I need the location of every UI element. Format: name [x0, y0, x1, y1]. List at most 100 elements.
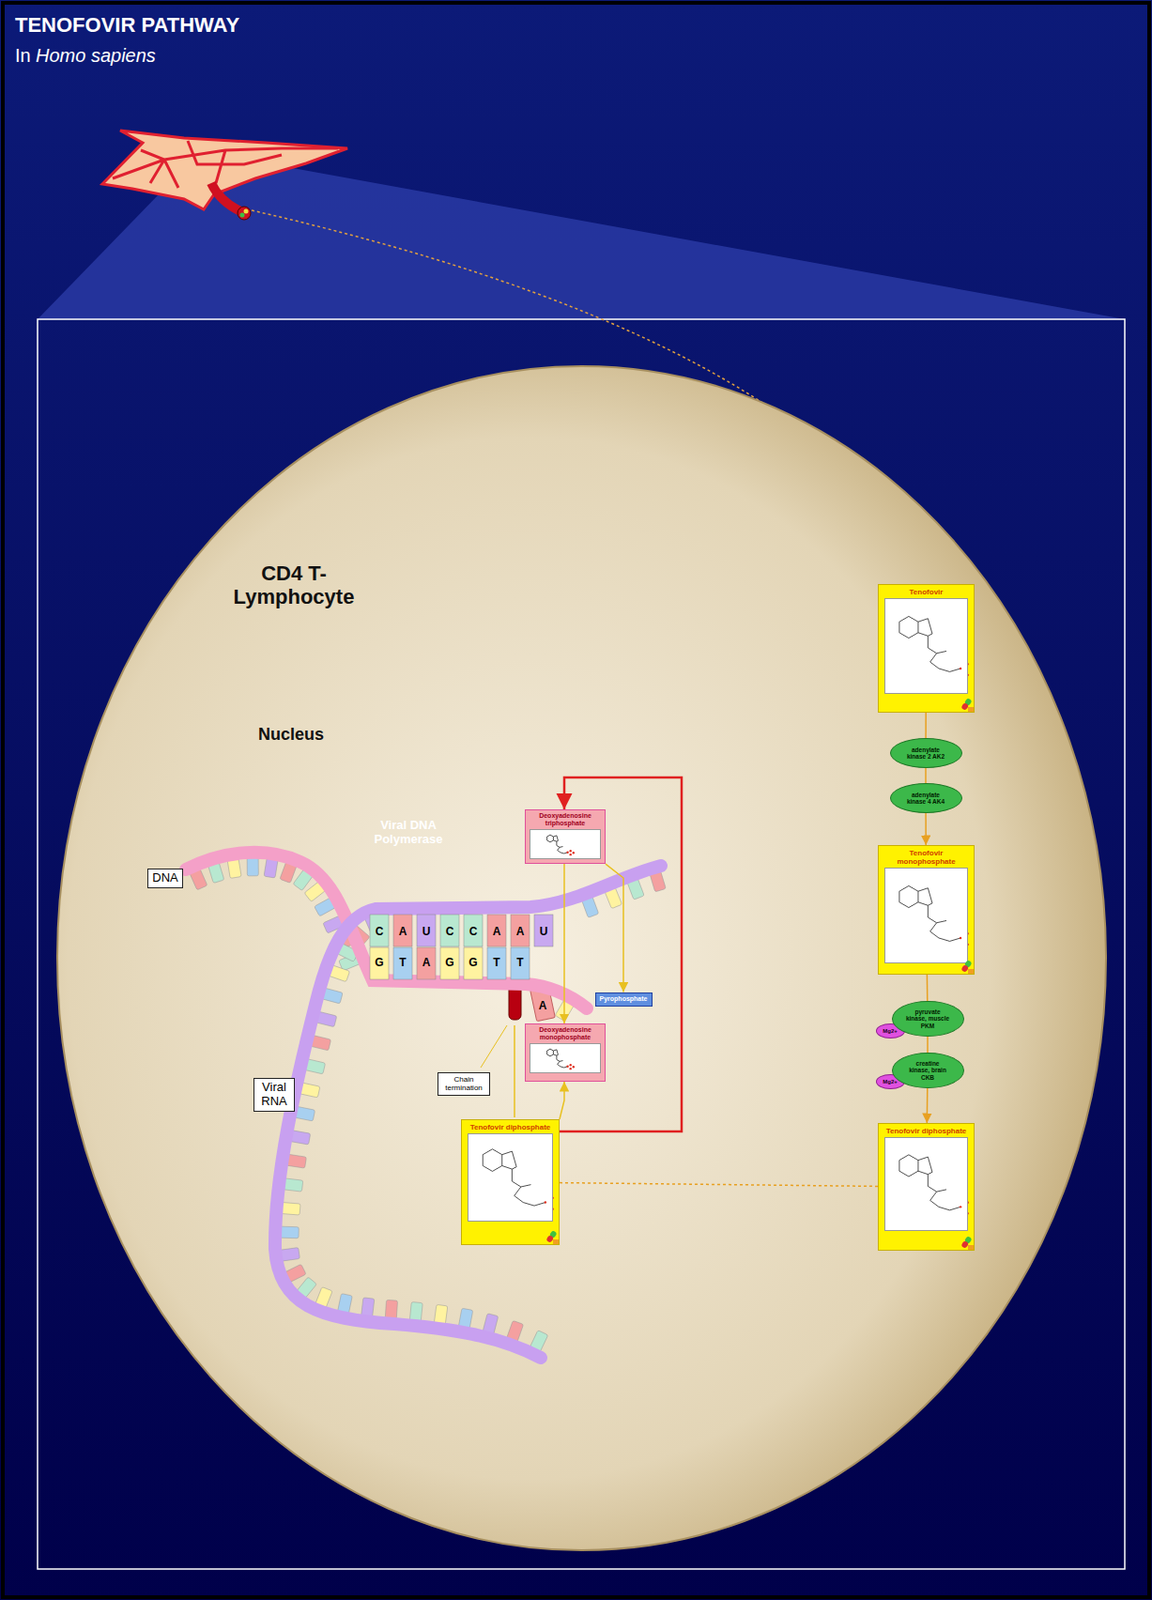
compound-name: Tenofovir — [884, 587, 968, 597]
pill-box — [967, 706, 974, 712]
label-text: DNA — [152, 871, 178, 886]
incorporation-line — [513, 1025, 516, 1118]
vessel-end — [237, 206, 251, 220]
nucleotide — [393, 947, 413, 980]
ring — [918, 618, 933, 637]
enzyme-name: pyruvate kinase, muscle PKM — [905, 1008, 951, 1030]
zoom-frame — [37, 319, 1125, 1569]
phosphate-atom — [967, 1212, 969, 1214]
ring — [502, 1151, 517, 1169]
drug-box: Tenofovir monophosphate — [877, 844, 975, 975]
label-box: Viral RNA — [253, 1077, 295, 1112]
base-letter: C — [469, 924, 478, 938]
structure-sketch — [899, 616, 969, 677]
nucleotide — [510, 914, 530, 947]
tissue-illustration — [102, 130, 348, 220]
pill-half — [960, 964, 969, 973]
polymerase-shape: Deoxyadenosine triphosphateDeoxyadenosin… — [324, 777, 592, 1164]
structure-sketch — [482, 1149, 554, 1211]
phosphate-atom — [544, 1201, 547, 1204]
nucleotide — [246, 857, 259, 876]
nucleotide — [510, 947, 530, 980]
phosphate-atom — [566, 851, 569, 854]
phosphate-atom — [572, 851, 575, 854]
drug-box: Tenofovir diphosphate — [877, 1122, 975, 1251]
chain — [927, 1174, 961, 1211]
nucleotide — [416, 914, 436, 947]
vessel-tube — [211, 183, 243, 213]
methyl — [936, 921, 947, 923]
connector — [924, 813, 927, 845]
compound-name: Deoxyadenosine monophosphate — [529, 1026, 601, 1042]
connector — [559, 777, 682, 1132]
enzyme-name: creatine kinase, brain CKB — [905, 1059, 951, 1081]
base-letter: G — [468, 955, 477, 969]
base-letter: U — [539, 924, 549, 938]
vessels — [112, 140, 338, 188]
nucleotide — [416, 947, 436, 980]
label-text: Viral RNA — [258, 1080, 291, 1109]
nucleotide — [369, 947, 389, 980]
base-letter: T — [492, 955, 500, 969]
structure-panel — [884, 1136, 968, 1231]
phosphate-atom — [967, 662, 969, 665]
pill-box — [552, 1239, 559, 1245]
compound-box: Deoxyadenosine monophosphate — [524, 1023, 606, 1082]
ring — [552, 1049, 558, 1056]
base-letter: G — [445, 955, 454, 969]
compound-name: Tenofovir diphosphate — [467, 1122, 553, 1132]
structure-sketch — [547, 834, 575, 856]
region-label: CD4 T-Lymphocyte — [214, 561, 374, 610]
nucleotide — [534, 914, 553, 947]
base-letter: G — [374, 955, 384, 969]
methyl — [936, 1189, 947, 1192]
nucleotide — [440, 947, 460, 980]
drug-icon — [959, 697, 975, 713]
nucleotide — [384, 1299, 398, 1320]
region-label: Nucleus — [234, 724, 348, 745]
label-box: Chain termination — [437, 1072, 491, 1096]
phosphate-atom — [552, 1208, 554, 1211]
structure-panel — [884, 598, 968, 694]
region-label: Viral DNA Polymerase — [353, 818, 463, 847]
phosphate-atom — [959, 667, 962, 670]
ring — [899, 616, 919, 639]
ring — [918, 888, 933, 907]
ring — [547, 834, 554, 843]
ring — [918, 1156, 933, 1175]
structure-drawing — [530, 829, 601, 859]
phosphate-atom — [959, 936, 962, 939]
structure-sketch — [899, 886, 969, 947]
connector — [926, 1036, 929, 1053]
compound-name: Pyrophosphate — [599, 995, 648, 1003]
nucleotide — [393, 914, 413, 947]
ring — [899, 886, 919, 908]
structure-sketch — [547, 1048, 575, 1070]
cofactor-name: Mg2+ — [882, 1078, 898, 1086]
nucleotide — [487, 947, 507, 980]
methyl — [521, 1184, 532, 1187]
nucleotide — [440, 914, 460, 947]
chain — [927, 635, 961, 672]
pill-box — [967, 1244, 974, 1250]
phosphate-atom — [566, 1065, 569, 1068]
ring — [899, 1154, 919, 1177]
drug-icon — [959, 959, 975, 975]
base-letter: T — [399, 955, 406, 969]
cell-outline: Deoxyadenosine triphosphateDeoxyadenosin… — [56, 365, 1107, 1552]
pill-box — [967, 968, 974, 974]
title: TENOFOVIR PATHWAY — [15, 13, 240, 38]
methyl — [559, 845, 564, 848]
base-letter: A — [516, 924, 525, 938]
base-letter: T — [516, 955, 523, 969]
enzyme-name: adenylate kinase 4 AK4 — [903, 791, 949, 806]
connector — [926, 974, 929, 1001]
phosphate-atom — [967, 1201, 969, 1204]
base-letter: A — [538, 998, 548, 1013]
connector — [926, 1088, 929, 1123]
base-letter: U — [422, 924, 431, 938]
nucleotide — [463, 947, 483, 980]
